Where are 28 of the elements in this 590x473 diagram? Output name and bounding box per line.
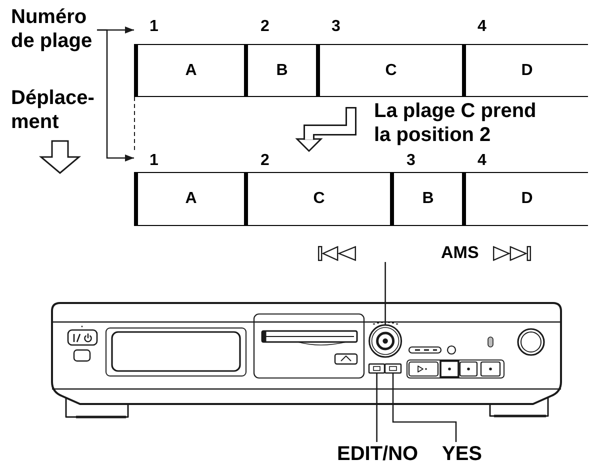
track-number: 1 bbox=[150, 151, 158, 171]
track-segment: D bbox=[462, 172, 588, 226]
callout-label: Numéro de plage bbox=[11, 5, 97, 53]
track-segment: A bbox=[134, 172, 244, 226]
push-button bbox=[384, 363, 402, 374]
track-number: 3 bbox=[406, 151, 416, 171]
track-segment: A bbox=[134, 44, 244, 97]
track-segment: B bbox=[244, 44, 316, 97]
button-label: YES bbox=[442, 442, 488, 466]
dashed-line bbox=[134, 96, 135, 152]
track-number: 2 bbox=[260, 151, 270, 171]
hollow-arrow bbox=[295, 107, 356, 152]
control-label: AMS bbox=[441, 244, 479, 262]
leader-line bbox=[376, 373, 378, 442]
track-number: 4 bbox=[478, 17, 486, 37]
leader-line bbox=[392, 373, 457, 442]
track-number: 1 bbox=[150, 17, 158, 37]
push-button bbox=[368, 363, 386, 374]
track-segment: C bbox=[244, 172, 390, 226]
track-number: 4 bbox=[478, 151, 486, 171]
dial-knob bbox=[368, 324, 402, 358]
leader-line bbox=[384, 262, 386, 325]
button-label: EDIT/NO bbox=[337, 442, 427, 466]
arrow bbox=[97, 29, 134, 162]
track-number: 3 bbox=[332, 17, 340, 37]
annotation-text: Déplace- ment bbox=[11, 86, 96, 134]
track-number: 2 bbox=[260, 17, 270, 37]
track-segment: B bbox=[390, 172, 462, 226]
